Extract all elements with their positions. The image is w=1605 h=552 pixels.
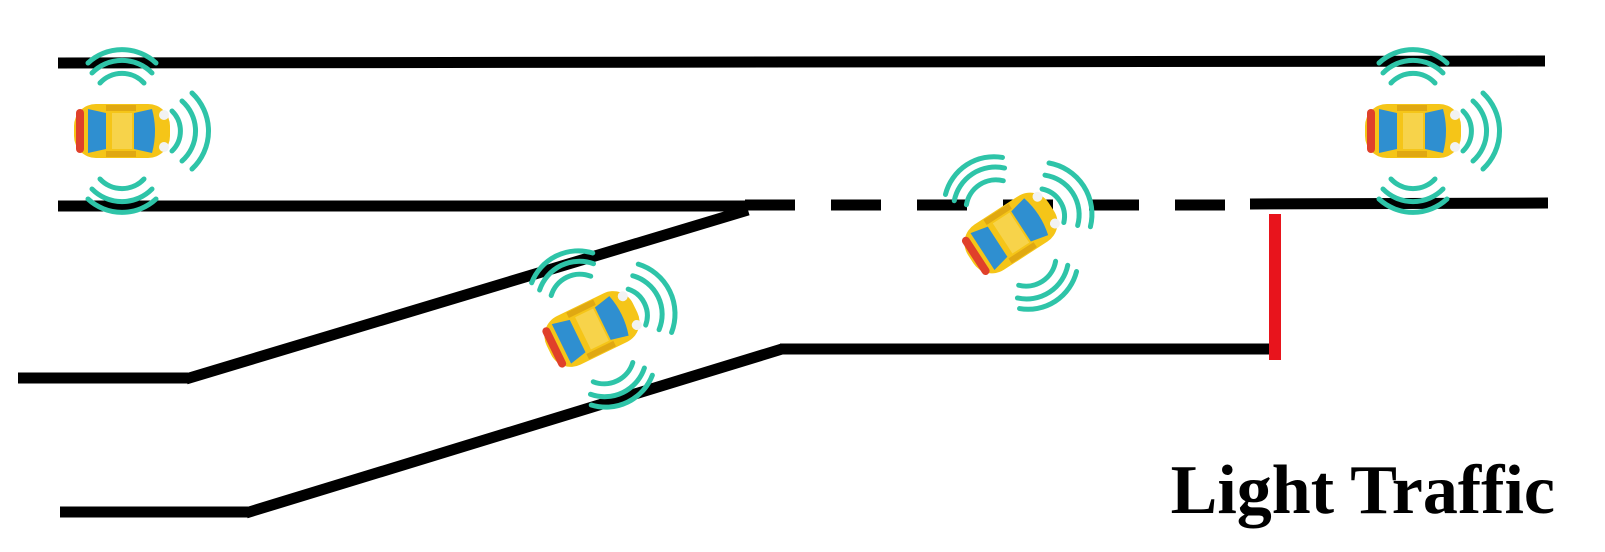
traffic-condition-label: Light Traffic (1170, 452, 1555, 529)
autonomous-car-icon (926, 118, 1127, 328)
autonomous-car-icon (74, 50, 209, 213)
autonomous-car-icon (1365, 50, 1500, 213)
ramp-lower-edge-slope (244, 343, 784, 519)
ramp-upper-edge-slope (184, 204, 750, 385)
main-road-bottom-edge-right (1249, 197, 1549, 210)
road-lines (18, 55, 1549, 519)
main-road-top-edge (57, 55, 1546, 69)
